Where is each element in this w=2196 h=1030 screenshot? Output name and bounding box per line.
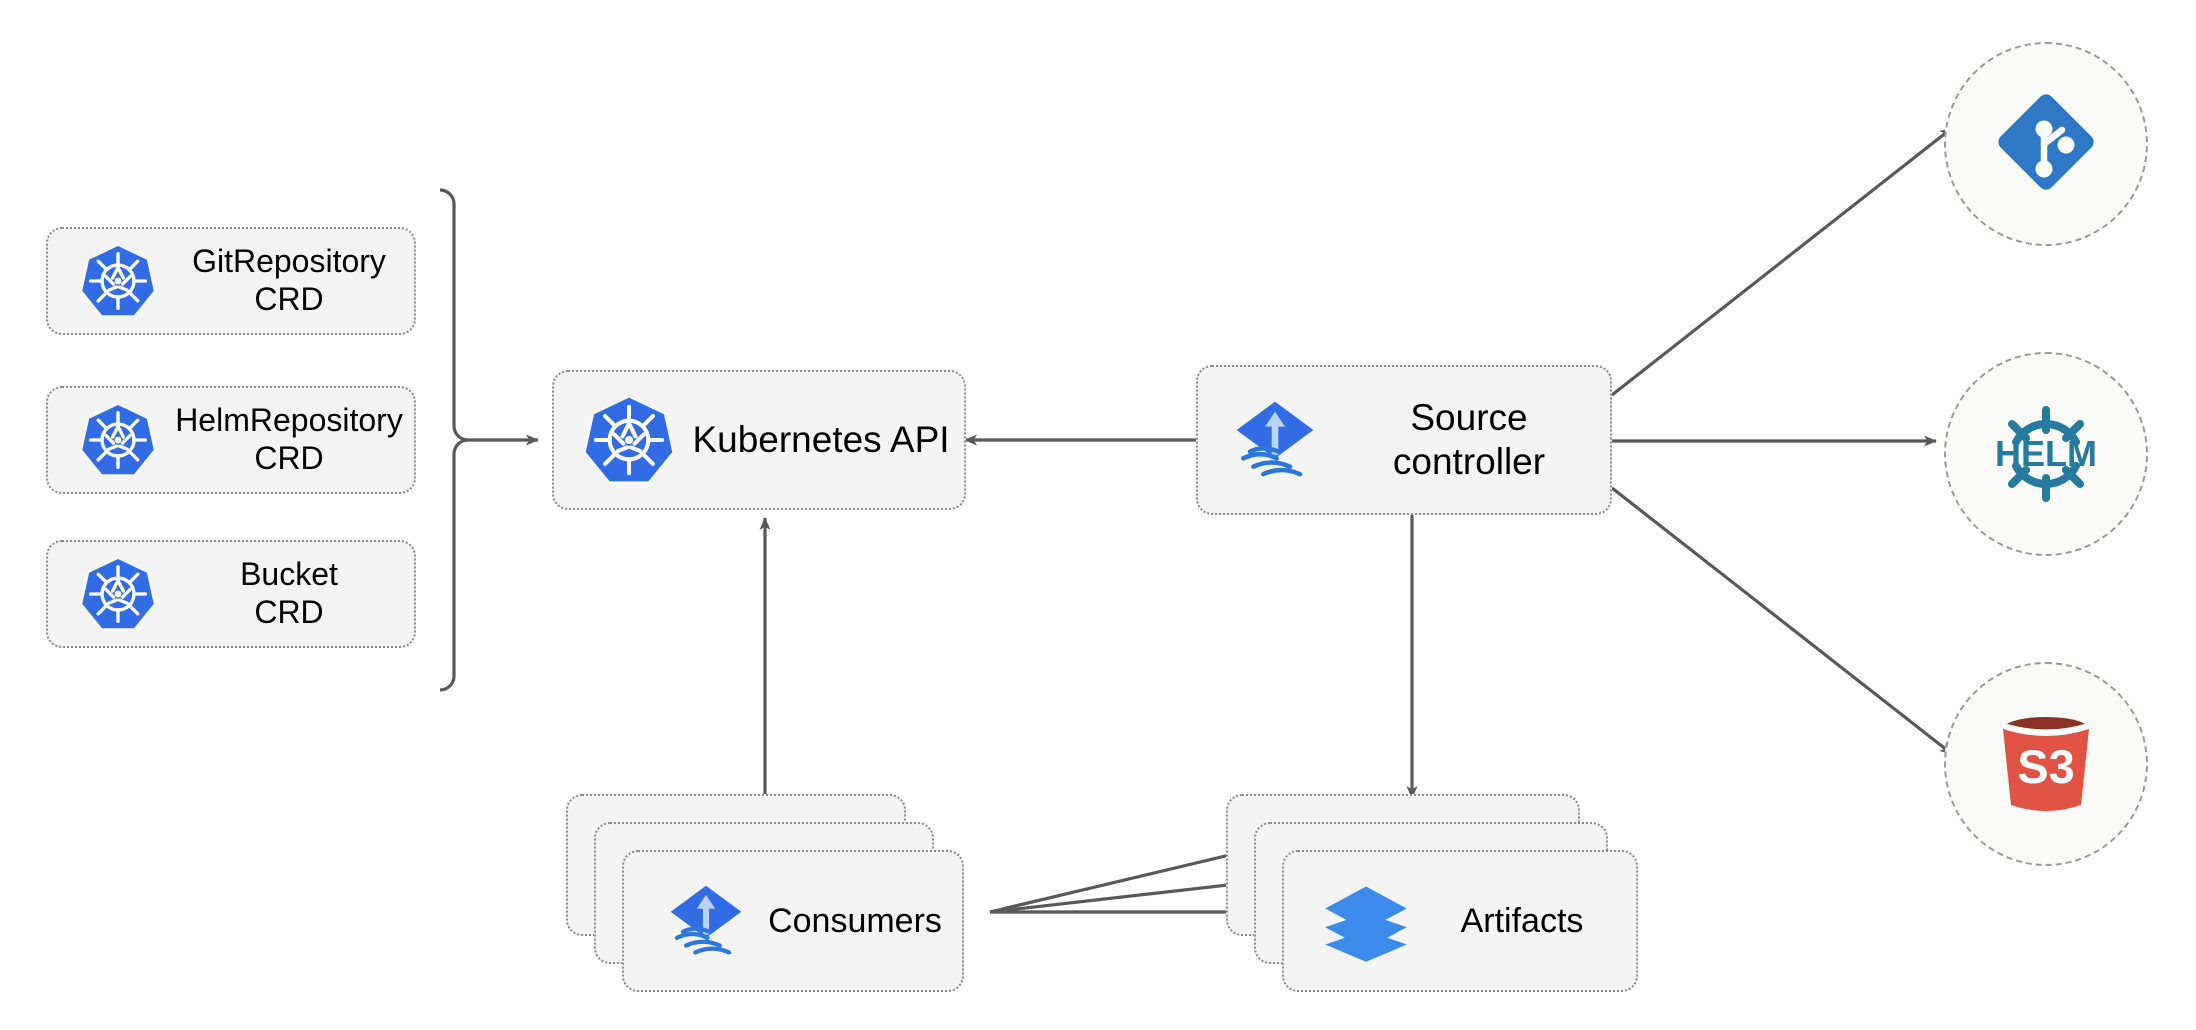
s3-icon: S3 xyxy=(1981,699,2111,829)
flux-icon xyxy=(646,875,766,967)
kubernetes-icon xyxy=(62,556,174,632)
source-controller-node[interactable]: Source controller xyxy=(1196,365,1612,515)
git-icon xyxy=(1986,82,2106,207)
bucket-crd-card[interactable]: Bucket CRD xyxy=(46,540,416,648)
consumers-sheet-front[interactable]: Consumers xyxy=(622,850,964,992)
crd-group-brace xyxy=(439,188,469,692)
consumers-label: Consumers xyxy=(768,901,942,940)
kubernetes-api-label: Kubernetes API xyxy=(692,419,950,461)
source-controller-label: Source controller xyxy=(1392,397,1546,482)
helmrepository-crd-card[interactable]: HelmRepository CRD xyxy=(46,386,416,494)
helmrepository-crd-label: HelmRepository CRD xyxy=(175,402,403,476)
kubernetes-api-node[interactable]: Kubernetes API xyxy=(552,370,966,510)
consumers-node[interactable]: Consumers xyxy=(566,794,964,992)
kubernetes-icon xyxy=(570,394,688,486)
gitrepository-crd-card[interactable]: GitRepository CRD xyxy=(46,227,416,335)
layers-icon xyxy=(1306,874,1426,968)
edge-controller-to-s3 xyxy=(1611,486,1953,756)
kubernetes-icon xyxy=(62,243,174,319)
artifacts-sheet-front[interactable]: Artifacts xyxy=(1282,850,1638,992)
s3-source-circle[interactable]: S3 xyxy=(1944,662,2148,866)
edge-consumers-to-artifacts-1 xyxy=(989,850,1239,914)
git-source-circle[interactable] xyxy=(1944,42,2148,246)
artifacts-node[interactable]: Artifacts xyxy=(1226,794,1638,992)
flux-icon xyxy=(1212,390,1338,490)
artifacts-label: Artifacts xyxy=(1460,901,1584,940)
kubernetes-icon xyxy=(62,402,174,478)
helm-icon: HELM xyxy=(1976,384,2116,524)
s3-wordmark: S3 xyxy=(2017,740,2075,793)
bucket-crd-label: Bucket CRD xyxy=(240,556,338,630)
helm-wordmark: HELM xyxy=(1995,433,2097,474)
gitrepository-crd-label: GitRepository CRD xyxy=(192,243,386,317)
helm-source-circle[interactable]: HELM xyxy=(1944,352,2148,556)
edge-controller-to-git xyxy=(1611,126,1953,397)
